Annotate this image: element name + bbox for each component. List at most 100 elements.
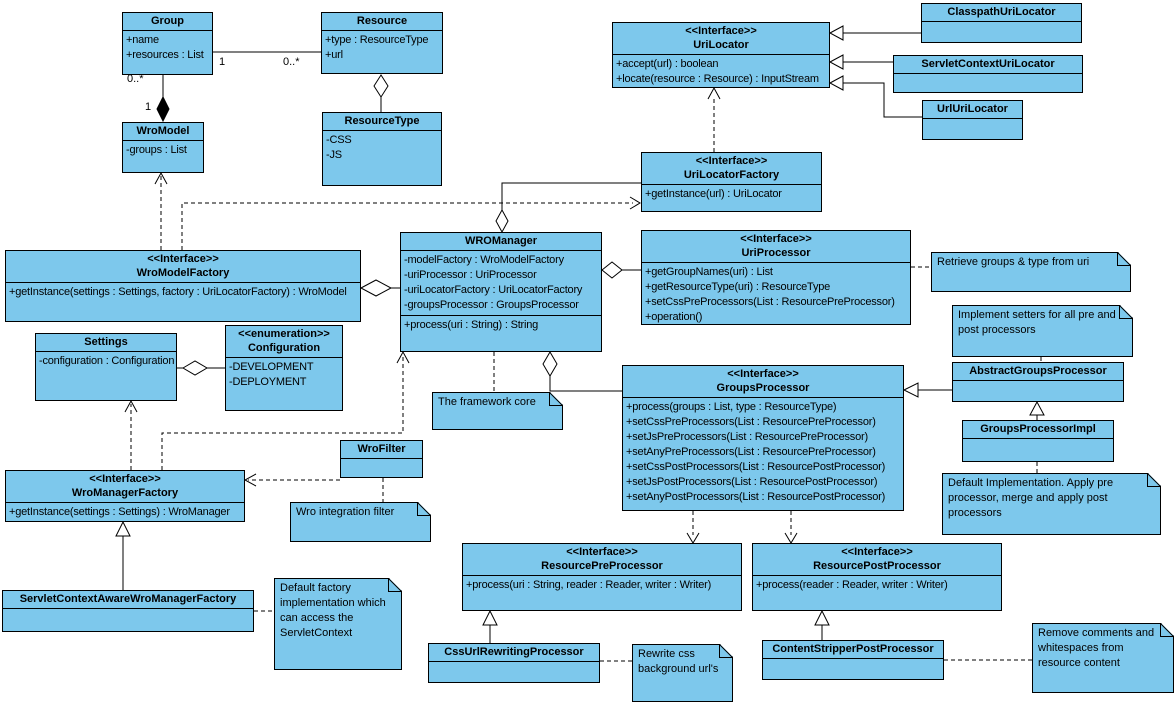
method: +getResourceType(uri) : ResourceType bbox=[645, 281, 831, 293]
attribute: -configuration : Configuration bbox=[39, 355, 175, 367]
dependency-groupsprocessor-resourcepreprocessor bbox=[686, 511, 700, 544]
method: +setAnyPostProcessors(List : ResourcePos… bbox=[626, 491, 886, 503]
class-title: ContentStripperPostProcessor bbox=[772, 643, 934, 655]
generalization-abstractgroupsprocessor-groupsprocessor bbox=[902, 382, 952, 398]
note-fold-icon bbox=[719, 644, 733, 658]
method: +setAnyPreProcessors(List : ResourcePreP… bbox=[626, 446, 876, 458]
note-default-factory[interactable]: Default factory implementation which can… bbox=[274, 578, 402, 670]
note-framework-core[interactable]: The framework core bbox=[432, 392, 563, 430]
class-title: ServletContextAwareWroManagerFactory bbox=[19, 593, 237, 605]
class-abstractgroupsprocessor[interactable]: AbstractGroupsProcessor bbox=[952, 362, 1124, 402]
interface-resourcepostprocessor[interactable]: <<Interface>> ResourcePostProcessor +pro… bbox=[752, 543, 1002, 611]
class-title: UriLocator bbox=[693, 39, 749, 51]
interface-urilocatorfactory[interactable]: <<Interface>> UriLocatorFactory +getInst… bbox=[641, 152, 822, 212]
dependency-wrofilter-wromanagerfactory bbox=[243, 473, 340, 487]
note-text: Default factory implementation which can… bbox=[280, 582, 386, 639]
stereotype: <<enumeration>> bbox=[238, 328, 330, 340]
aggregation-wromanager-groupsprocessor bbox=[542, 351, 622, 392]
interface-wromanagerfactory[interactable]: <<Interface>> WroManagerFactory +getInst… bbox=[5, 470, 245, 522]
class-classpathurilocator[interactable]: ClasspathUriLocator bbox=[921, 3, 1082, 43]
attribute: -uriLocatorFactory : UriLocatorFactory bbox=[404, 284, 583, 296]
interface-groupsprocessor[interactable]: <<Interface>> GroupsProcessor +process(g… bbox=[622, 365, 904, 511]
method: +process(uri : String) : String bbox=[404, 319, 539, 331]
class-title: GroupsProcessor bbox=[716, 382, 810, 394]
note-fold-icon bbox=[388, 578, 402, 592]
multiplicity-label: 1 bbox=[219, 56, 226, 68]
method: +setCssPreProcessors(List : ResourcePreP… bbox=[645, 296, 895, 308]
stereotype: <<Interface>> bbox=[685, 25, 757, 37]
class-title: AbstractGroupsProcessor bbox=[969, 365, 1107, 377]
class-title: Settings bbox=[84, 336, 128, 348]
class-resource[interactable]: Resource +type : ResourceType +url bbox=[321, 12, 443, 74]
class-contentstripperpostprocessor[interactable]: ContentStripperPostProcessor bbox=[762, 640, 944, 680]
class-title: WroModel bbox=[136, 125, 190, 137]
class-settings[interactable]: Settings -configuration : Configuration bbox=[35, 333, 177, 401]
stereotype: <<Interface>> bbox=[727, 368, 799, 380]
stereotype: <<Interface>> bbox=[740, 233, 812, 245]
attribute: -DEPLOYMENT bbox=[229, 376, 307, 388]
class-title: ServletContextUriLocator bbox=[921, 58, 1055, 70]
class-title: WROManager bbox=[464, 235, 538, 247]
aggregation-wromanager-uriprocessor bbox=[601, 261, 641, 279]
note-fold-icon bbox=[1147, 473, 1161, 487]
note-fold-icon bbox=[549, 392, 563, 406]
dependency-wromodelfactory-wromodel bbox=[154, 171, 168, 250]
attribute: +name bbox=[126, 34, 159, 46]
class-title: GroupsProcessorImpl bbox=[980, 423, 1096, 435]
interface-wromodelfactory[interactable]: <<Interface>> WroModelFactory +getInstan… bbox=[5, 250, 361, 322]
method: +process(uri : String, reader : Reader, … bbox=[466, 579, 712, 591]
interface-resourcepreprocessor[interactable]: <<Interface>> ResourcePreProcessor +proc… bbox=[462, 543, 742, 611]
class-title: Resource bbox=[356, 15, 408, 27]
class-title: UrlUriLocator bbox=[937, 103, 1008, 115]
method: +setCssPostProcessors(List : ResourcePos… bbox=[626, 461, 886, 473]
dependency-wromanagerfactory-wromanager bbox=[161, 350, 410, 470]
class-cssurlrewritingprocessor[interactable]: CssUrlRewritingProcessor bbox=[428, 643, 600, 683]
dependency-wromanagerfactory-settings bbox=[124, 399, 138, 470]
note-text: Default Implementation. Apply pre proces… bbox=[948, 477, 1114, 519]
class-servletcontextawarewromanagerfactory[interactable]: ServletContextAwareWroManagerFactory bbox=[2, 590, 254, 632]
method: +getInstance(settings : Settings, factor… bbox=[9, 286, 347, 298]
class-wrofilter[interactable]: WroFilter bbox=[340, 440, 423, 478]
aggregation-resource-resourcetype bbox=[373, 74, 389, 112]
class-title: Group bbox=[151, 15, 184, 27]
note-default-implementation[interactable]: Default Implementation. Apply pre proces… bbox=[942, 473, 1161, 535]
class-title: UriLocatorFactory bbox=[683, 169, 780, 181]
note-text: Remove comments and whitespaces from res… bbox=[1038, 627, 1155, 669]
class-wromodel[interactable]: WroModel -groups : List bbox=[122, 122, 204, 173]
generalization-servletcontexturilocator-urilocator bbox=[828, 54, 893, 70]
stereotype: <<Interface>> bbox=[89, 473, 161, 485]
attribute: -CSS bbox=[326, 134, 352, 146]
note-remove-comments[interactable]: Remove comments and whitespaces from res… bbox=[1032, 623, 1174, 693]
method: +locate(resource : Resource) : InputStre… bbox=[616, 73, 819, 85]
attribute: +resources : List bbox=[126, 49, 204, 61]
method: +process(reader : Reader, writer : Write… bbox=[756, 579, 948, 591]
generalization-urlurilocator-urilocator bbox=[828, 75, 922, 118]
class-wromanager[interactable]: WROManager -modelFactory : WroModelFacto… bbox=[400, 232, 602, 352]
class-title: WroFilter bbox=[357, 443, 406, 455]
dependency-groupsprocessor-resourcepostprocessor bbox=[784, 511, 798, 544]
dependency-wromodelfactory-urilocatorfactory bbox=[181, 196, 641, 250]
class-resourcetype[interactable]: ResourceType -CSS -JS bbox=[322, 112, 442, 186]
note-fold-icon bbox=[1119, 305, 1133, 319]
class-title: ResourceType bbox=[344, 115, 420, 127]
stereotype: <<Interface>> bbox=[566, 546, 638, 558]
interface-urilocator[interactable]: <<Interface>> UriLocator +accept(url) : … bbox=[612, 22, 830, 88]
note-text: Rewrite css background url's bbox=[638, 648, 719, 675]
method: +getInstance(settings : Settings) : WroM… bbox=[9, 506, 230, 518]
interface-uriprocessor[interactable]: <<Interface>> UriProcessor +getGroupName… bbox=[641, 230, 911, 325]
note-wro-integration-filter[interactable]: Wro integration filter bbox=[290, 502, 431, 542]
attribute: -uriProcessor : UriProcessor bbox=[404, 269, 537, 281]
class-group[interactable]: Group +name +resources : List bbox=[122, 12, 213, 75]
note-rewrite-css[interactable]: Rewrite css background url's bbox=[632, 644, 733, 702]
class-servletcontexturilocator[interactable]: ServletContextUriLocator bbox=[893, 55, 1083, 93]
class-groupsprocessorimpl[interactable]: GroupsProcessorImpl bbox=[962, 420, 1114, 462]
note-retrieve-groups[interactable]: Retrieve groups & type from uri bbox=[931, 252, 1131, 292]
method: +operation() bbox=[645, 311, 703, 323]
multiplicity-label: 1 bbox=[145, 101, 152, 113]
note-implement-setters[interactable]: Implement setters for all pre and post p… bbox=[952, 305, 1133, 357]
enumeration-configuration[interactable]: <<enumeration>> Configuration -DEVELOPME… bbox=[225, 325, 343, 411]
class-urlurilocator[interactable]: UrlUriLocator bbox=[922, 100, 1023, 140]
multiplicity-label: 0..* bbox=[283, 56, 300, 68]
